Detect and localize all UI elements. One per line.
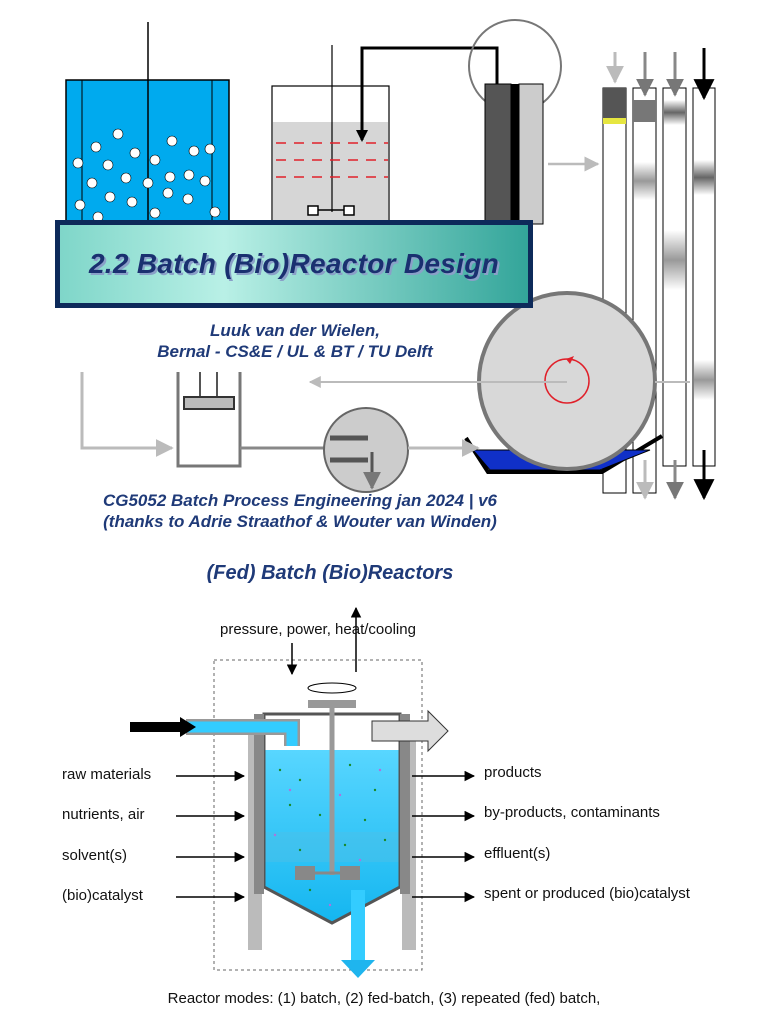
reactor-modes-text: Reactor modes: (1) batch, (2) fed-batch,… — [167, 990, 601, 1007]
filter-press-icon — [80, 372, 325, 468]
author-affiliation: Bernal - CS&E / UL & BT / TU Delft — [157, 342, 433, 361]
section-title: (Fed) Batch (Bio)Reactors — [206, 562, 454, 584]
author-name: Luuk van der Wielen, — [210, 321, 380, 340]
centrifuge-icon — [323, 407, 480, 493]
title-banner: 2.2 Batch (Bio)Reactor Design — [55, 220, 533, 308]
rotary-drum-icon — [308, 291, 690, 474]
output-label: products — [484, 764, 542, 781]
input-label: (bio)catalyst — [62, 887, 143, 904]
output-label: effluent(s) — [484, 845, 551, 862]
output-label: by-products, contaminants — [484, 804, 660, 821]
input-label: raw materials — [62, 766, 152, 783]
page-title: 2.2 Batch (Bio)Reactor Design — [88, 248, 500, 279]
output-label: spent or produced (bio)catalyst — [484, 885, 690, 902]
bubble-column-icon — [65, 22, 230, 226]
stirred-tank-icon — [271, 19, 600, 227]
acknowledgement: (thanks to Adrie Straathof & Wouter van … — [103, 512, 497, 531]
fed-batch-reactor-diagram — [130, 606, 476, 978]
course-title: CG5052 Batch Process Engineering jan 202… — [102, 491, 498, 510]
top-utilities-label: pressure, power, heat/cooling — [220, 621, 416, 638]
input-label: nutrients, air — [62, 806, 145, 823]
input-label: solvent(s) — [62, 847, 128, 864]
